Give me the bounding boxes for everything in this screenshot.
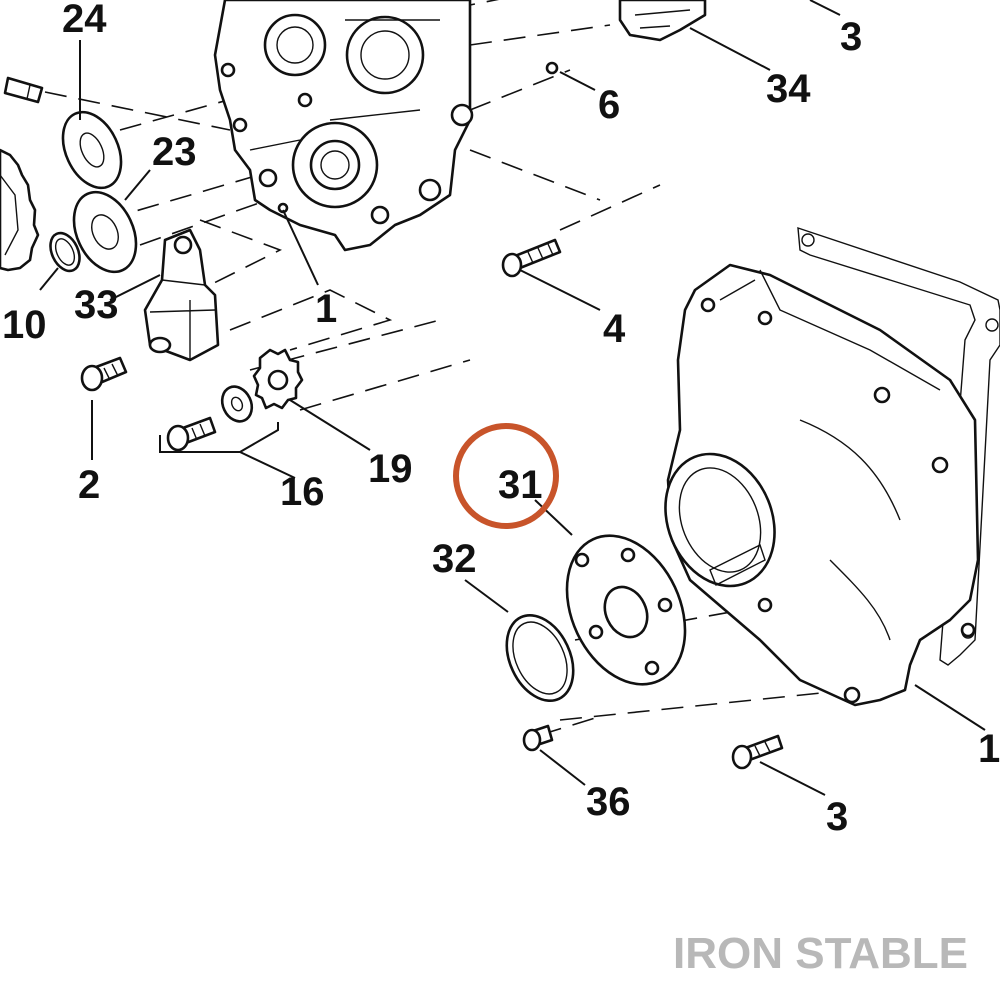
watermark-text: IRON STABLE [673,929,968,978]
bolt-4 [501,238,562,278]
dowel-dot [545,61,559,75]
o-ring-32 [505,613,575,703]
screw-2 [80,356,128,392]
label-23: 23 [152,130,197,174]
chain-tensioner [143,228,220,362]
top-bracket [618,0,707,42]
bolt-washer-set [166,385,254,452]
dowel-pin [3,76,44,104]
label-6: 6 [598,83,620,127]
cam-support-plate [213,0,474,252]
label-2: 2 [78,463,100,507]
highlight-circle [453,423,559,529]
label-19: 19 [368,447,413,491]
part-labels: 24 23 10 33 1 2 16 19 3 34 6 4 31 32 36 … [2,0,1000,839]
label-36: 36 [586,780,631,824]
label-31: 31 [498,463,543,507]
retaining-ring [49,231,81,273]
label-33: 33 [74,283,119,327]
cam-cover [664,263,980,707]
label-4: 4 [603,307,626,351]
leader-lines [39,0,986,796]
screw-36 [522,724,554,752]
label-3-bottom: 3 [826,795,848,839]
label-16: 16 [280,470,325,514]
thrust-washer-23 [72,190,138,274]
label-34: 34 [766,67,811,111]
label-32: 32 [432,537,477,581]
label-1: 1 [315,287,337,331]
label-24: 24 [62,0,107,41]
bolt-3-bottom [731,734,784,770]
label-15: 15 [978,727,1000,771]
thrust-washer-24 [61,110,123,190]
cover-plate-31 [565,534,687,686]
sprocket-left [0,148,40,272]
small-sprocket [252,348,304,410]
label-10: 10 [2,303,47,347]
label-3-top: 3 [840,15,862,59]
